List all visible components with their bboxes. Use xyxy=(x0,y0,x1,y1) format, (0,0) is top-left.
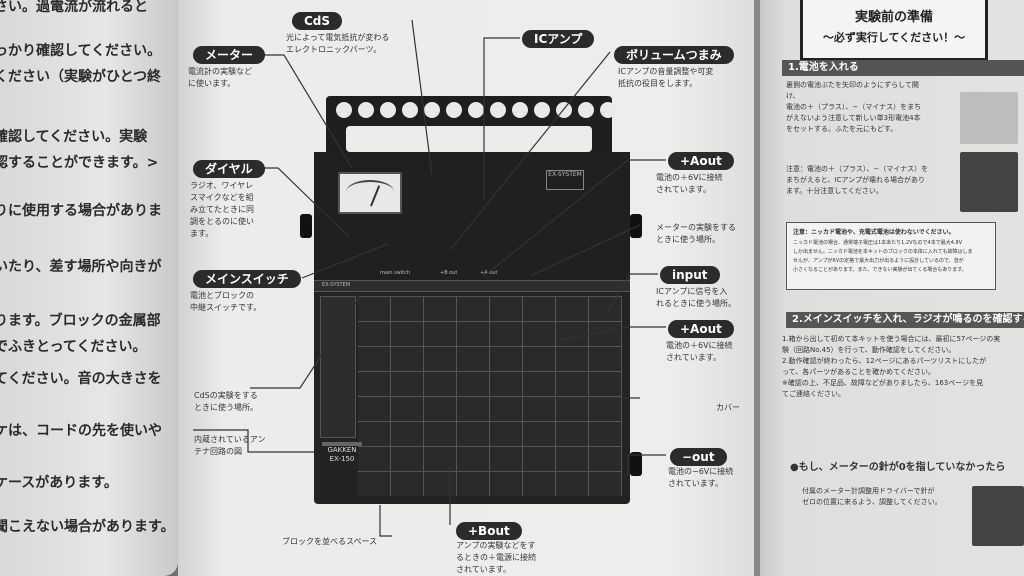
block-space-note: ブロックを並べるスペース xyxy=(282,536,377,548)
dial-note: ラジオ、ワイヤレ スマイクなどを組 み立てたときに同 調をとるのに使い ます。 xyxy=(190,180,254,240)
prep-subtitle: ～必ず実行してください！～ xyxy=(803,29,985,45)
section-1-text: 裏側の電池ぶたを矢印のようにずらして開 け、 電池の＋（プラス）、−（マイナス）… xyxy=(786,80,956,135)
section-1-caution: 注意：電池の＋（プラス）、−（マイナス）を まちがえると、ICアンプが壊れる場合… xyxy=(786,164,956,197)
main-switch-label: メインスイッチ xyxy=(193,270,301,288)
section-2-heading: 2.メインスイッチを入れ、ラジオが鳴るのを確認する xyxy=(786,312,1024,328)
b-out-label: +Bout xyxy=(456,522,522,540)
a-out-mid-note: 電池の＋6Vに接続 されています。 xyxy=(666,340,733,364)
section-3-heading: ●もし、メーターの針が0を指していなかったら xyxy=(790,462,1005,473)
cds-label: CdS xyxy=(292,12,342,30)
dial-label: ダイヤル xyxy=(193,160,265,178)
cover-note: カバー xyxy=(716,402,740,414)
battery-photo xyxy=(960,152,1018,212)
section-3-text: 付属のメーター計調整用ドライバーで針が ゼロの位置に来るよう、調整してください。 xyxy=(802,486,972,508)
meter-place-note: メーターの実験をする ときに使う場所。 xyxy=(656,222,736,246)
input-note: ICアンプに信号を入 れるときに使う場所。 xyxy=(656,286,736,310)
b-out-note: アンプの実験などをす るときの＋電源に接続 されています。 xyxy=(456,540,536,576)
a-out-mid-label: +Aout xyxy=(668,320,734,338)
main-switch-note: 電池とブロックの 中継スイッチです。 xyxy=(190,290,261,314)
ic-amp-label: ICアンプ xyxy=(522,30,594,48)
section-1-heading: 1.電池を入れる xyxy=(782,60,1024,76)
input-label: input xyxy=(660,266,720,284)
volume-note: ICアンプの音量調整や可変 抵抗の役目をします。 xyxy=(618,66,713,90)
meter-adjust-photo xyxy=(972,486,1024,546)
prep-title-box: 実験前の準備 ～必ず実行してください！～ xyxy=(800,0,988,61)
volume-label: ボリュームつまみ xyxy=(614,46,734,64)
prep-title: 実験前の準備 xyxy=(803,6,985,25)
battery-warning-box: 注意：ニッカド電池や、充電式電池は使わないでください。 ニッカド電池の場合、通常… xyxy=(786,222,996,290)
warning-title: 注意：ニッカド電池や、充電式電池は使わないでください。 xyxy=(793,227,955,238)
cds-place-note: CdSの実験をする ときに使う場所。 xyxy=(194,390,258,414)
a-out-top-label: +Aout xyxy=(668,152,734,170)
section-2-text: 1.箱から出して初めて本キットを使う場合には、最初に57ページの実 験（回路No… xyxy=(782,334,1018,400)
battery-cover-photo xyxy=(960,92,1018,144)
meter-label: メーター xyxy=(193,46,265,64)
cds-note: 光によって電気抵抗が変わる エレクトロニックパーツ。 xyxy=(286,32,389,56)
minus-out-label: −out xyxy=(670,448,727,466)
meter-note: 電流計の実験など に使います。 xyxy=(188,66,252,90)
a-out-top-note: 電池の＋6Vに接続 されています。 xyxy=(656,172,723,196)
antenna-note: 内蔵されているアン テナ回路の図 xyxy=(194,434,265,458)
right-page: 実験前の準備 ～必ず実行してください！～ 1.電池を入れる 裏側の電池ぶたを矢印… xyxy=(760,0,1024,576)
minus-out-note: 電池の−6Vに接続 されています。 xyxy=(668,466,733,490)
warning-text: ニッカド電池の場合、通常端子電圧は1本あたり1.2Vなので4本で最大4.8V し… xyxy=(793,239,972,275)
